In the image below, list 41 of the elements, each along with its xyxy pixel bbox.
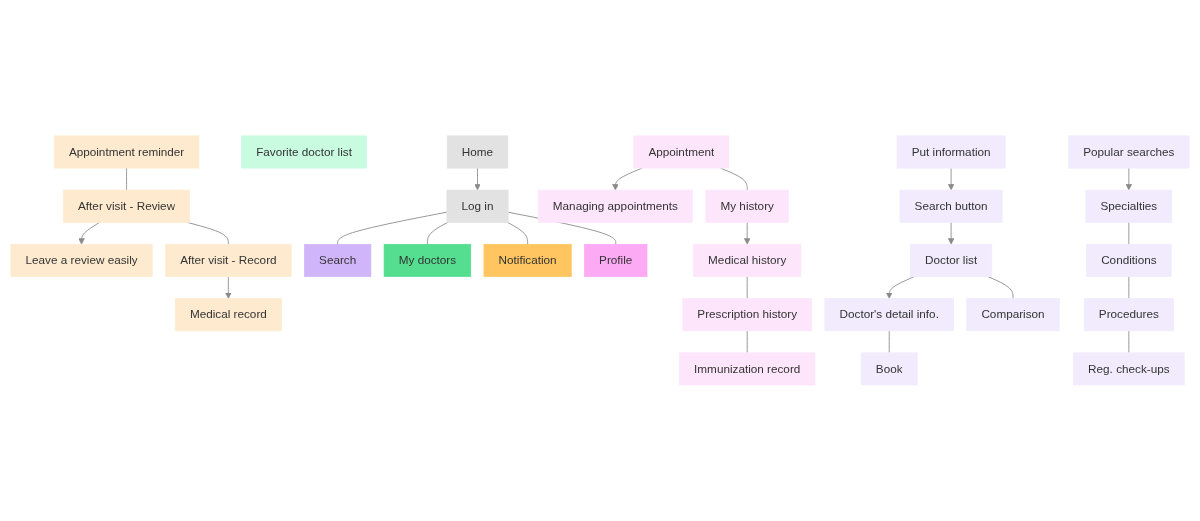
node-box: My history	[705, 189, 789, 223]
node-box: Doctor's detail info.	[824, 298, 954, 332]
node-box: Home	[446, 135, 509, 169]
node-box: My doctors	[383, 244, 472, 277]
node-box: Medical history	[693, 244, 802, 277]
node-box: Reg. check-ups	[1073, 352, 1185, 386]
node-box: Specialties	[1085, 189, 1173, 223]
node-box: Book	[860, 352, 918, 386]
connector	[888, 330, 890, 354]
node-box: Search	[304, 244, 372, 277]
connector	[427, 221, 449, 245]
node-box: Managing appointments	[537, 189, 693, 223]
connector	[746, 276, 748, 300]
node-box: Appointment reminder	[53, 135, 200, 169]
connector	[186, 221, 229, 245]
node-box: After visit - Record	[165, 244, 292, 277]
node-box: Log in	[446, 189, 509, 223]
node-box: Prescription history	[682, 298, 813, 332]
node-box: Popular searches	[1068, 135, 1190, 169]
connector	[1128, 221, 1130, 245]
node-box: Doctor list	[910, 244, 993, 277]
connector	[987, 276, 1014, 300]
connector	[1128, 276, 1130, 300]
node-box: Medical record	[174, 298, 282, 332]
connector	[506, 221, 529, 245]
node-box: Favorite doctor list	[241, 135, 367, 169]
connector	[337, 211, 448, 245]
node-box: Search button	[899, 189, 1003, 223]
node-box: Procedures	[1083, 298, 1174, 332]
node-box: Leave a review easily	[10, 244, 153, 277]
node-box: Put information	[896, 135, 1006, 169]
node-box: Immunization record	[679, 352, 816, 386]
connector	[746, 330, 748, 354]
connector	[1128, 330, 1130, 354]
connector	[126, 167, 127, 191]
node-box: Conditions	[1086, 244, 1172, 277]
node-box: Appointment	[633, 135, 730, 169]
node-box: Comparison	[966, 298, 1060, 332]
node-box: Notification	[483, 244, 572, 277]
node-box: Profile	[584, 244, 648, 277]
node-box: After visit - Review	[63, 189, 191, 223]
